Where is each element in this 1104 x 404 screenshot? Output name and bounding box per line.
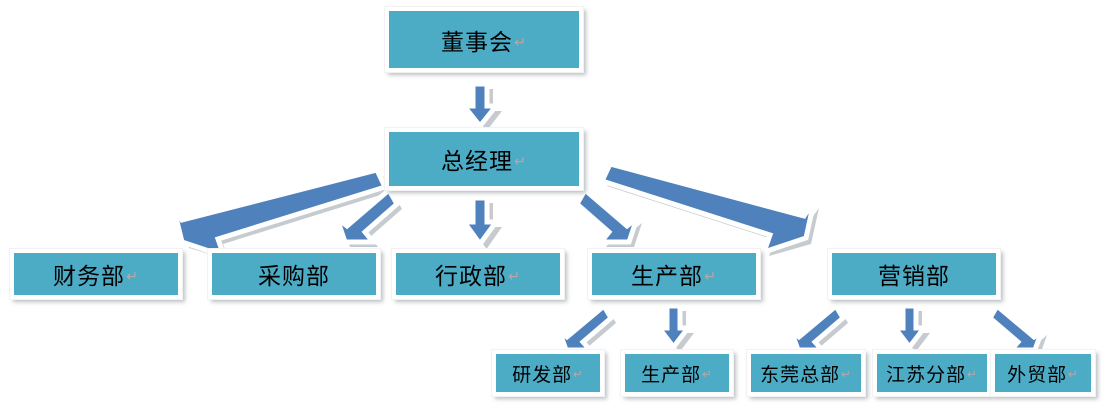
pilcrow-mark: ↵: [1068, 366, 1079, 381]
node-board-label: 董事会↵: [441, 28, 527, 55]
node-rnd[interactable]: 研发部↵: [492, 350, 604, 396]
node-foreign-trade-label: 外贸部↵: [1007, 364, 1079, 386]
arrow-marketing-to-jiangsu: [889, 303, 932, 352]
node-marketing[interactable]: 营销部: [828, 249, 1000, 299]
node-general-manager[interactable]: 总经理↵: [385, 128, 583, 190]
pilcrow-mark: ↵: [702, 366, 713, 381]
node-rnd-label: 研发部↵: [512, 364, 584, 386]
node-jiangsu-branch-label: 江苏分部↵: [886, 364, 978, 386]
node-jiangsu-branch[interactable]: 江苏分部↵: [873, 350, 991, 396]
node-purchasing[interactable]: 采购部: [208, 249, 380, 299]
pilcrow-mark: ↵: [704, 269, 717, 286]
node-marketing-label: 营销部: [878, 263, 950, 289]
arrow-gm-to-purchasing: [331, 182, 403, 254]
arrow-gm-to-production: [573, 182, 645, 254]
arrow-production-to-production2: [653, 303, 696, 352]
pilcrow-mark: ↵: [126, 269, 139, 286]
arrow-gm-to-admin: [459, 195, 503, 249]
node-production-sub-label: 生产部↵: [641, 364, 713, 386]
pilcrow-mark: ↵: [841, 366, 852, 381]
arrow-gm-to-marketing: [598, 160, 830, 256]
arrow-board-to-gm: [458, 81, 503, 131]
node-production[interactable]: 生产部↵: [588, 249, 760, 299]
node-purchasing-label: 采购部: [258, 263, 330, 289]
node-admin[interactable]: 行政部↵: [392, 249, 564, 299]
pilcrow-mark: ↵: [508, 269, 521, 286]
pilcrow-mark: ↵: [573, 366, 584, 381]
pilcrow-mark: ↵: [514, 34, 527, 51]
node-dongguan-hq[interactable]: 东莞总部↵: [747, 350, 865, 396]
node-dongguan-hq-label: 东莞总部↵: [760, 364, 852, 386]
node-board[interactable]: 董事会↵: [385, 7, 583, 72]
node-general-manager-label: 总经理↵: [441, 148, 527, 174]
pilcrow-mark: ↵: [514, 154, 527, 171]
arrow-gm-to-finance: [162, 167, 392, 260]
node-production-label: 生产部↵: [631, 263, 717, 289]
node-finance-label: 财务部↵: [53, 263, 139, 289]
node-production-sub[interactable]: 生产部↵: [621, 350, 733, 396]
node-foreign-trade[interactable]: 外贸部↵: [991, 350, 1095, 396]
node-finance[interactable]: 财务部↵: [10, 249, 182, 299]
pilcrow-mark: ↵: [967, 366, 978, 381]
node-admin-label: 行政部↵: [435, 263, 521, 289]
